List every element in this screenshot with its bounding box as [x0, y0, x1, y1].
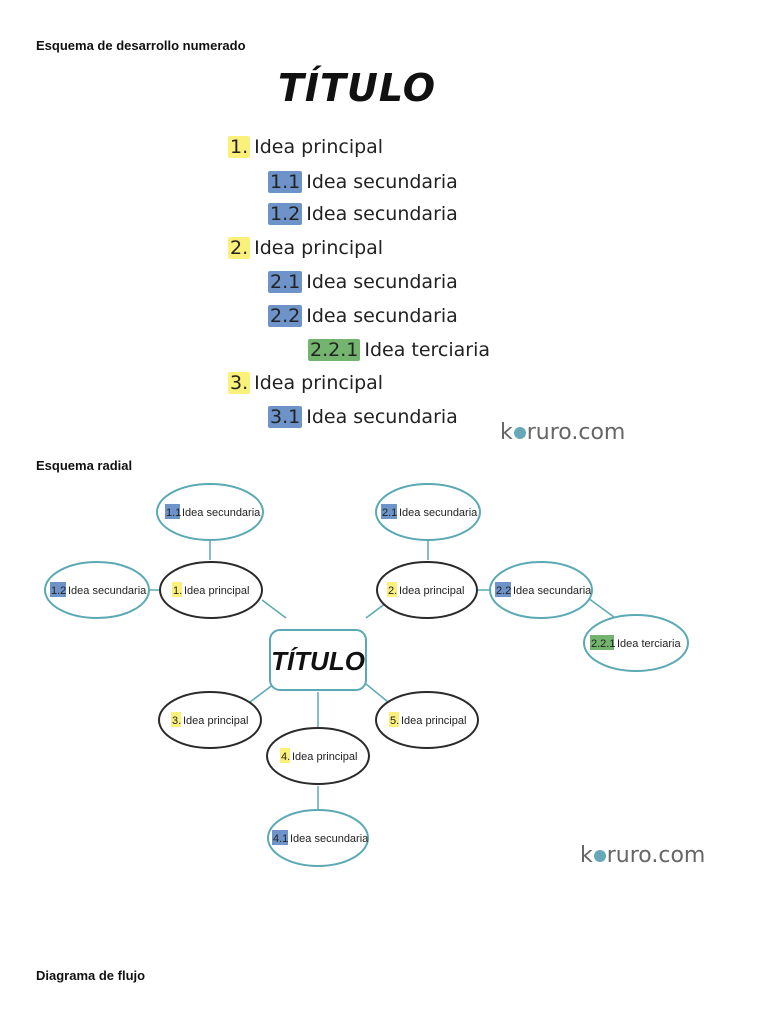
outline-number: 1.1	[268, 171, 303, 193]
outline-number: 2.2	[268, 305, 303, 327]
svg-text:4.: 4.	[281, 751, 290, 763]
svg-text:5.: 5.	[390, 715, 399, 727]
outline-title: TÍTULO	[278, 66, 436, 110]
section-title-radial: Esquema radial	[36, 458, 133, 473]
section-title-flow: Diagrama de flujo	[36, 968, 146, 983]
radial-node	[44, 561, 150, 619]
svg-text:4.1: 4.1	[273, 833, 288, 845]
outline-item: 2.Idea principal	[228, 237, 383, 259]
logo-icon	[593, 850, 606, 862]
outline-number: 2.1	[268, 271, 303, 293]
logo-icon	[513, 427, 526, 439]
center-label: TÍTULO	[271, 646, 365, 676]
svg-text:1.: 1.	[173, 585, 182, 597]
radial-node	[376, 561, 478, 619]
outline-text: Idea secundaria	[306, 305, 458, 327]
outline-text: Idea principal	[254, 136, 384, 158]
svg-text:Idea principal: Idea principal	[184, 585, 249, 597]
svg-text:1.1: 1.1	[166, 507, 181, 519]
svg-text:Idea principal: Idea principal	[401, 715, 466, 727]
svg-text:2.2.1: 2.2.1	[591, 638, 615, 650]
svg-text:Idea principal: Idea principal	[399, 585, 464, 597]
svg-text:Idea secundaria: Idea secundaria	[399, 507, 478, 519]
outline-text: Idea principal	[254, 372, 384, 394]
svg-text:Idea secundaria: Idea secundaria	[182, 507, 261, 519]
radial-node	[583, 614, 689, 672]
outline-number: 1.	[228, 136, 251, 158]
outline-text: Idea secundaria	[306, 406, 458, 428]
svg-text:Idea secundaria: Idea secundaria	[68, 585, 147, 597]
outline-text: Idea secundaria	[306, 203, 458, 225]
outline-text: Idea principal	[254, 237, 384, 259]
radial-node	[489, 561, 593, 619]
svg-text:Idea principal: Idea principal	[183, 715, 248, 727]
outline-text: Idea terciaria	[364, 339, 491, 361]
svg-text:Idea terciaria: Idea terciaria	[617, 638, 681, 650]
svg-text:2.2: 2.2	[496, 585, 511, 597]
outline-number: 2.2.1	[308, 339, 361, 361]
outline-item: 3.Idea principal	[228, 372, 383, 394]
outline-number: 2.	[228, 237, 251, 259]
radial-node	[375, 483, 481, 541]
radial-diagram: TÍTULO 1.1 Idea secundaria 2.1 Idea secu…	[44, 483, 689, 867]
svg-text:2.: 2.	[388, 585, 397, 597]
outline-number: 3.	[228, 372, 251, 394]
radial-node	[266, 727, 370, 785]
outline-number: 1.2	[268, 203, 303, 225]
outline-text: Idea secundaria	[306, 171, 458, 193]
radial-node	[156, 483, 264, 541]
svg-text:1.2: 1.2	[51, 585, 66, 597]
outline-text: Idea secundaria	[306, 271, 458, 293]
radial-node	[375, 691, 479, 749]
section-title-numbered: Esquema de desarrollo numerado	[36, 38, 246, 53]
radial-node	[159, 561, 263, 619]
outline-item: 1.Idea principal	[228, 136, 383, 158]
radial-node	[158, 691, 262, 749]
svg-text:3.: 3.	[172, 715, 181, 727]
svg-text:Idea secundaria: Idea secundaria	[513, 585, 592, 597]
radial-node	[267, 809, 369, 867]
svg-text:Idea principal: Idea principal	[292, 751, 357, 763]
svg-text:Idea secundaria: Idea secundaria	[290, 833, 369, 845]
center-node	[269, 629, 367, 691]
svg-text:2.1: 2.1	[382, 507, 397, 519]
outline-number: 3.1	[268, 406, 303, 428]
